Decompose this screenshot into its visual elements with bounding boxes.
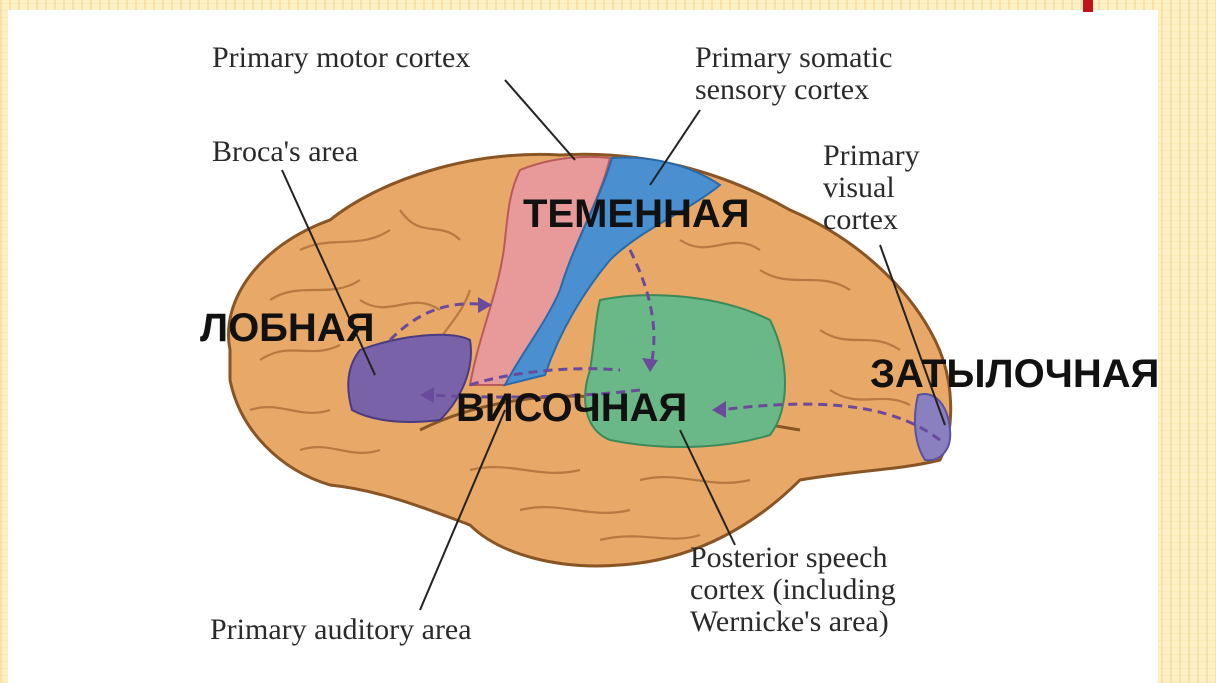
label-primary-auditory-area: Primary auditory area [210,614,472,646]
label-broca-area: Broca's area [212,136,358,168]
lobe-label-parietal: ТЕМЕННАЯ [523,192,750,236]
lobe-label-occipital: ЗАТЫЛОЧНАЯ [870,352,1159,396]
label-primary-somatic-sensory-cortex: Primary somatic sensory cortex [695,42,892,106]
label-posterior-speech-cortex: Posterior speech cortex (including Werni… [690,542,896,638]
lobe-label-frontal: ЛОБНАЯ [200,306,374,350]
lobe-label-temporal: ВИСОЧНАЯ [456,386,687,430]
label-primary-motor-cortex: Primary motor cortex [212,42,470,74]
label-primary-visual-cortex: Primary visual cortex [823,140,920,236]
